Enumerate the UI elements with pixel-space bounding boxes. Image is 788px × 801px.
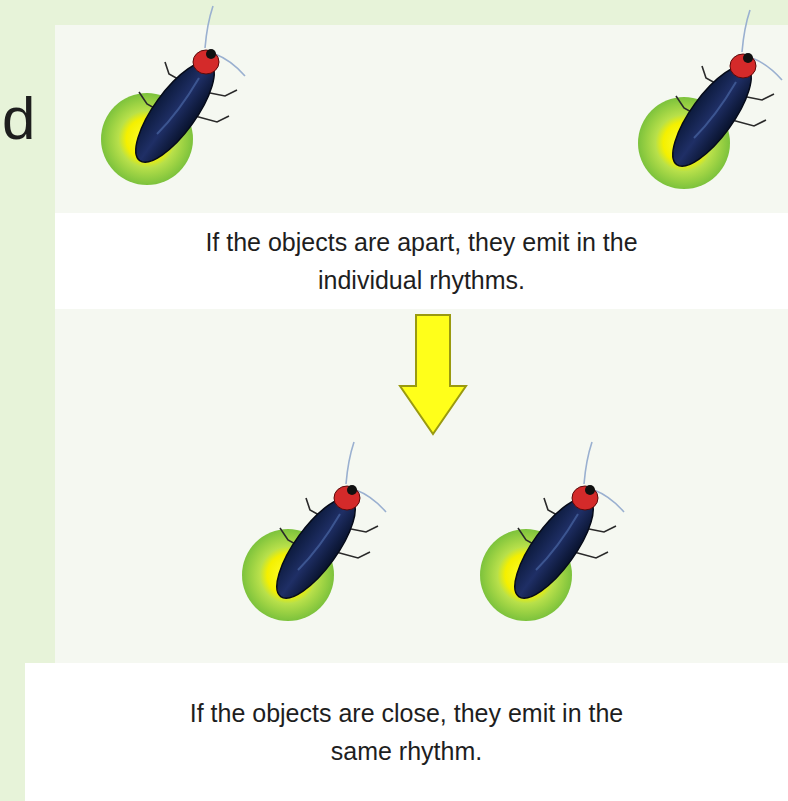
text-box: If the objects are apart, they emit in t… <box>55 213 788 309</box>
text-box: If the objects are close, they emit in t… <box>25 663 788 801</box>
slide-fragment: d <box>2 84 35 154</box>
caption-text: If the objects are apart, they emit in t… <box>182 223 662 299</box>
caption-text: If the objects are close, they emit in t… <box>167 694 647 770</box>
down-arrow <box>400 315 466 434</box>
